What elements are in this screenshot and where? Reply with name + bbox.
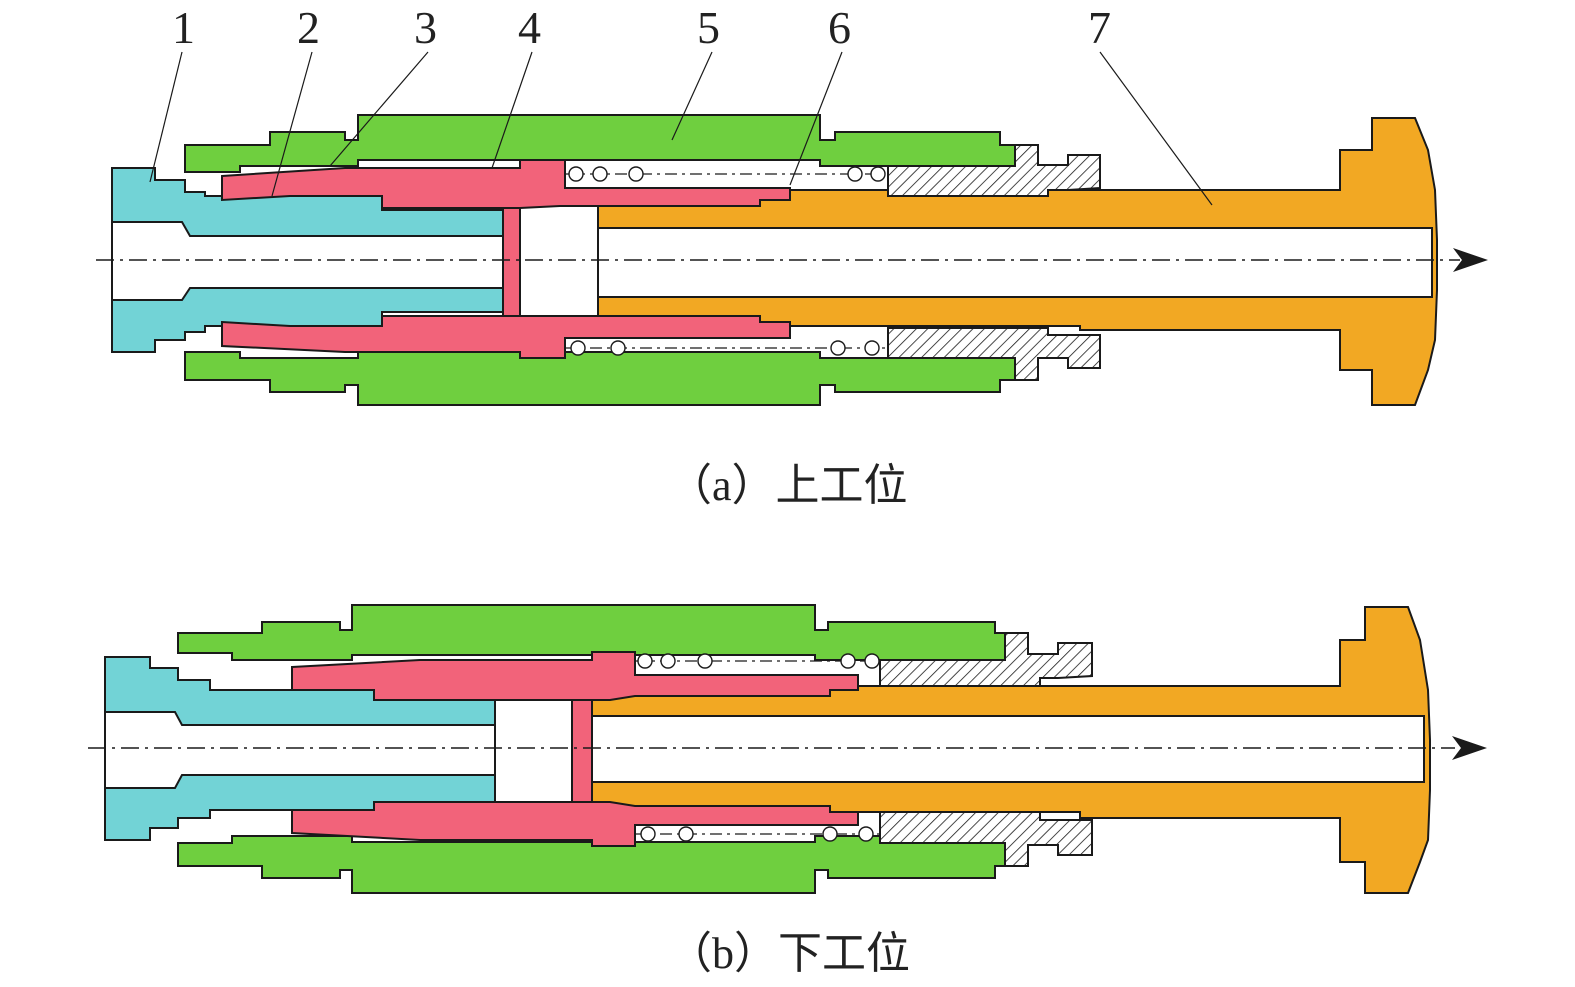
callout-7: 7: [1088, 2, 1111, 53]
assembly-lower-position: [88, 604, 1487, 894]
part-2-3-4-sleeve-upper-bottom: [221, 315, 791, 359]
callout-2: 2: [297, 2, 320, 53]
callout-3: 3: [414, 2, 437, 53]
part-4-piston-web-lower: [571, 699, 593, 803]
callout-leaders: [149, 51, 1213, 206]
part-2-3-4-sleeve-lower-bottom: [291, 801, 859, 847]
spring-upper-top: [565, 166, 888, 182]
callout-numbers: 1 2 3 4 5 6 7: [172, 2, 1111, 53]
nut-hatched-lower-bottom: [879, 811, 1093, 867]
callout-1: 1: [172, 2, 195, 53]
part-7-shaft-upper: [597, 117, 1438, 406]
part-2-3-4-sleeve-upper-top: [221, 159, 791, 209]
flow-arrow-upper-icon: [1453, 248, 1488, 272]
caption-lower-position: （b）下工位: [668, 929, 910, 978]
nut-hatched-upper-top: [887, 144, 1101, 197]
caption-upper-position: （a）上工位: [668, 461, 908, 510]
nut-hatched-upper-bottom: [887, 327, 1101, 381]
assembly-upper-position: [96, 114, 1488, 406]
callout-5: 5: [697, 2, 720, 53]
part-5-housing-top-lower: [177, 604, 1029, 669]
part-5-housing-upper: [184, 114, 1039, 179]
part-2-3-4-sleeve-lower-top: [291, 651, 859, 701]
part-4-piston-web-upper: [502, 207, 521, 317]
part-5-housing-bottom-lower: [177, 829, 1029, 894]
flow-arrow-lower-icon: [1452, 736, 1487, 760]
callout-6: 6: [828, 2, 851, 53]
nut-hatched-lower-top: [879, 632, 1093, 687]
spring-lower-top: [635, 653, 880, 669]
callout-4: 4: [518, 2, 541, 53]
spring-upper-bottom: [565, 340, 888, 356]
spring-lower-bottom: [635, 826, 880, 842]
